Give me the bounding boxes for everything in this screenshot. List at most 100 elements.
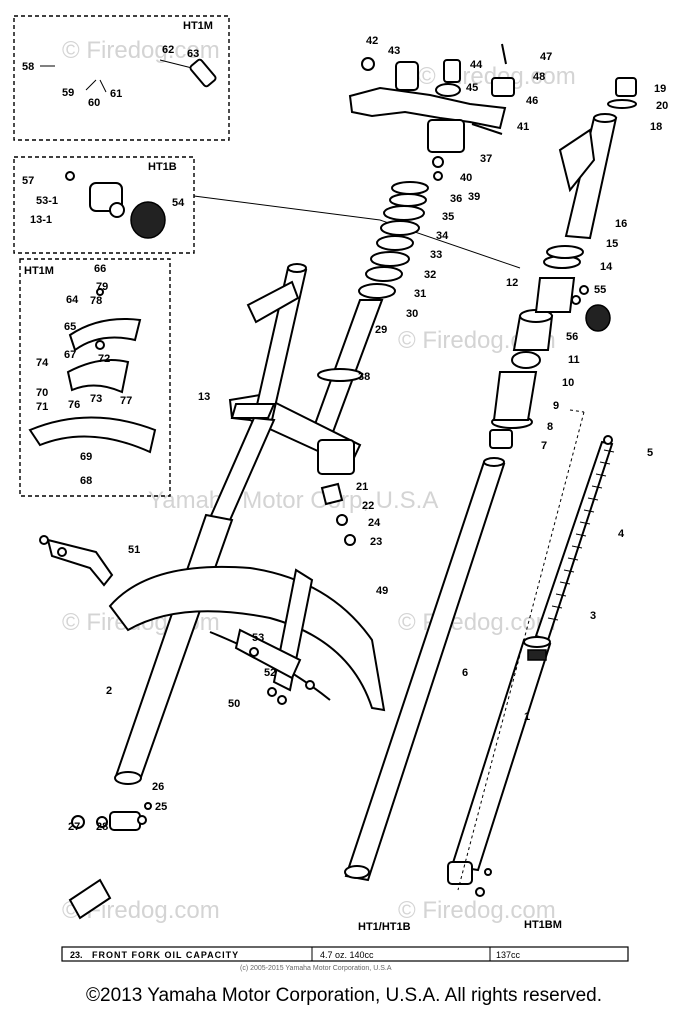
part-number: 74: [36, 357, 49, 369]
part-number: 20: [656, 100, 668, 112]
part-number: 15: [606, 238, 618, 250]
part-number: 18: [650, 121, 662, 133]
part-number-labels: 1 2 3 4 5 6 7 8 9 10 11 12 13 13-1 14 15…: [22, 35, 668, 833]
part-number: 3: [590, 610, 596, 622]
part-number: 8: [547, 421, 553, 433]
part-number: 29: [375, 324, 387, 336]
part-number: 27: [68, 821, 80, 833]
part-number: 43: [388, 45, 400, 57]
part-number: 56: [566, 331, 578, 343]
front-fender: [39, 535, 386, 712]
part-number: 33: [430, 249, 442, 261]
watermark-small: (c) 2005-2015 Yamaha Motor Corporation, …: [240, 965, 392, 972]
part-number: 50: [228, 698, 240, 710]
part-number: 79: [96, 281, 108, 293]
part-number: 44: [470, 59, 483, 71]
model-label-ht1bm: HT1BM: [524, 919, 562, 931]
part-number: 69: [80, 451, 92, 463]
watermark-firedog: © Firedog.com: [398, 609, 556, 636]
part-number: 64: [66, 294, 79, 306]
part-number: 73: [90, 393, 102, 405]
part-number: 37: [480, 153, 492, 165]
part-number: 66: [94, 263, 106, 275]
part-number: 42: [366, 35, 378, 47]
part-number: 45: [466, 82, 478, 94]
part-number: 48: [533, 71, 545, 83]
part-number: 46: [526, 95, 538, 107]
part-number: 32: [424, 269, 436, 281]
part-number: 55: [594, 284, 606, 296]
watermark-company: Yamaha Motor Corp, U.S.A: [148, 487, 438, 514]
part-number: 47: [540, 51, 552, 63]
inset-ht1m-top: HT1M: [13, 15, 230, 141]
part-number: 31: [414, 288, 426, 300]
part-number: 6: [462, 667, 468, 679]
part-number: 51: [128, 544, 140, 556]
part-number: 77: [120, 395, 132, 407]
part-number: 67: [64, 349, 76, 361]
part-number: 2: [106, 685, 112, 697]
part-number: 53: [252, 632, 264, 644]
left-fork-tube: [71, 263, 308, 831]
part-number: 12: [506, 277, 518, 289]
part-number: 24: [368, 517, 381, 529]
part-number: 72: [98, 353, 110, 365]
inset-label-ht1m-left: HT1M: [24, 265, 54, 277]
part-number: 61: [110, 88, 122, 100]
inset-label-ht1b: HT1B: [148, 161, 177, 173]
part-number: 41: [517, 121, 529, 133]
part-number: 25: [155, 801, 167, 813]
part-number: 40: [460, 172, 472, 184]
spec-value-ht1bm: 137cc: [496, 950, 521, 960]
part-number: 1: [524, 711, 530, 723]
part-number: 13: [198, 391, 210, 403]
part-number: 13-1: [30, 214, 52, 226]
spec-value-ht1: 4.7 oz. 140cc: [320, 950, 374, 960]
part-number: 35: [442, 211, 454, 223]
model-label-ht1-ht1b: HT1/HT1B: [358, 921, 411, 933]
part-number: 39: [468, 191, 480, 203]
part-number: 19: [654, 83, 666, 95]
part-number: 62: [162, 44, 174, 56]
part-number: 9: [553, 400, 559, 412]
watermark-firedog: © Firedog.com: [398, 897, 556, 924]
part-number: 30: [406, 308, 418, 320]
part-number: 60: [88, 97, 100, 109]
part-number: 63: [187, 48, 199, 60]
part-number: 76: [68, 399, 80, 411]
part-number: 71: [36, 401, 48, 413]
front-fork-exploded-diagram: © Firedog.com © Firedog.com © Firedog.co…: [13, 15, 668, 972]
part-number: 59: [62, 87, 74, 99]
center-fork-tube: [344, 457, 506, 882]
part-number: 49: [376, 585, 388, 597]
part-number: 5: [647, 447, 653, 459]
watermark-firedog: © Firedog.com: [62, 897, 220, 924]
part-number: 4: [618, 528, 625, 540]
part-number: 53-1: [36, 195, 58, 207]
spec-label: FRONT FORK OIL CAPACITY: [92, 950, 239, 960]
part-number: 22: [362, 500, 374, 512]
part-number: 54: [172, 197, 185, 209]
part-number: 28: [96, 821, 108, 833]
inset-ht1b: HT1B: [13, 156, 521, 269]
watermark-firedog: © Firedog.com: [418, 63, 576, 90]
inset-ht1m-left: HT1M: [19, 258, 171, 497]
part-number: 21: [356, 481, 368, 493]
part-number: 23: [370, 536, 382, 548]
part-number: 58: [22, 61, 34, 73]
part-number: 14: [600, 261, 613, 273]
part-number: 16: [615, 218, 627, 230]
part-number: 26: [152, 781, 164, 793]
fwd-arrow-icon: [68, 878, 112, 920]
part-number: 36: [450, 193, 462, 205]
part-number: 52: [264, 667, 276, 679]
part-number: 38: [358, 371, 370, 383]
inset-label-ht1m-top: HT1M: [183, 20, 213, 32]
part-number: 78: [90, 295, 102, 307]
right-fork-upper-parts: [489, 77, 637, 449]
part-number: 7: [541, 440, 547, 452]
part-number: 68: [80, 475, 92, 487]
part-number: 70: [36, 387, 48, 399]
upper-bracket-assembly: [348, 43, 515, 299]
